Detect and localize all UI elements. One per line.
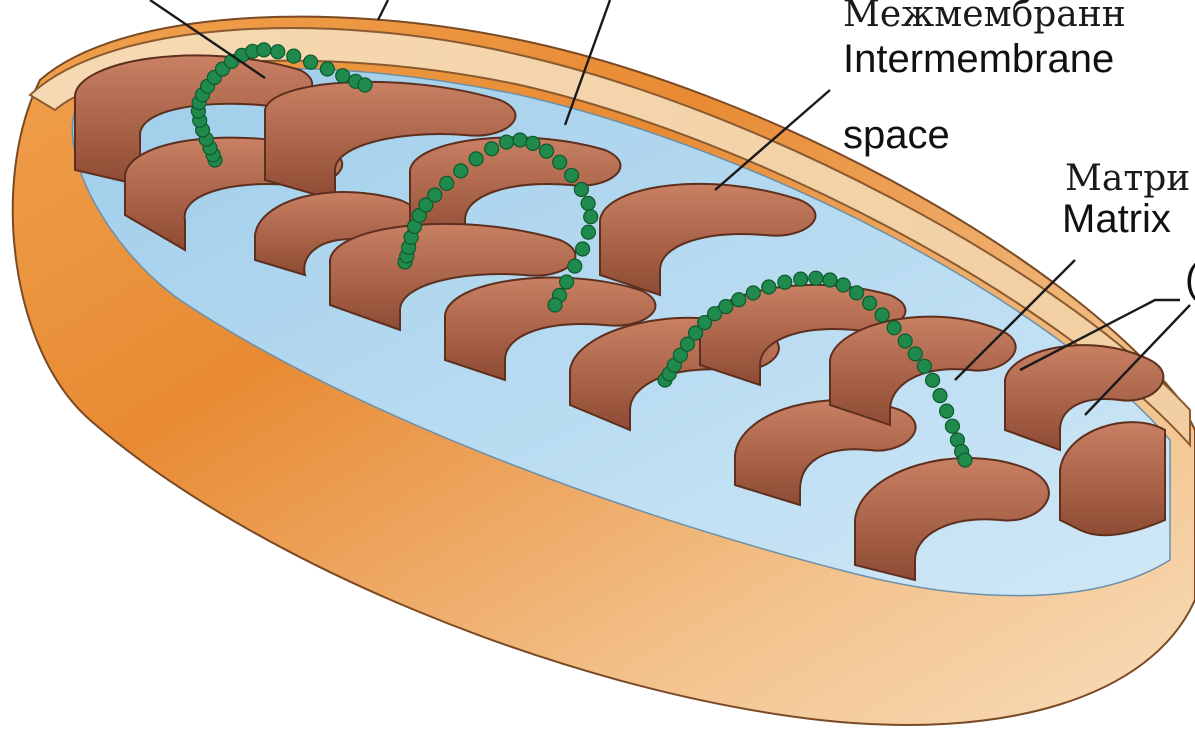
dna-bead bbox=[574, 183, 588, 197]
dna-bead bbox=[358, 78, 372, 92]
dna-bead bbox=[836, 278, 850, 292]
dna-bead bbox=[469, 152, 483, 166]
leader-outer-top bbox=[378, 0, 388, 20]
dna-bead bbox=[553, 155, 567, 169]
dna-bead bbox=[746, 286, 760, 300]
dna-bead bbox=[454, 164, 468, 178]
dna-bead bbox=[568, 259, 582, 273]
dna-bead bbox=[940, 404, 954, 418]
dna-bead bbox=[560, 275, 574, 289]
label-intermembrane-ru: Межмембранн bbox=[843, 0, 1126, 35]
dna-bead bbox=[320, 62, 334, 76]
dna-bead bbox=[576, 242, 590, 256]
dna-bead bbox=[548, 298, 562, 312]
dna-bead bbox=[945, 419, 959, 433]
dna-bead bbox=[958, 453, 972, 467]
dna-bead bbox=[908, 347, 922, 361]
dna-bead bbox=[513, 133, 527, 147]
dna-bead bbox=[863, 296, 877, 310]
dna-bead bbox=[581, 225, 595, 239]
dna-bead bbox=[287, 49, 301, 63]
dna-bead bbox=[581, 196, 595, 210]
dna-bead bbox=[440, 176, 454, 190]
dna-bead bbox=[336, 69, 350, 83]
label-intermembrane-en: Intermembrane bbox=[843, 37, 1114, 81]
dna-bead bbox=[271, 45, 285, 59]
label-space-en: space bbox=[843, 113, 950, 157]
dna-bead bbox=[823, 273, 837, 287]
dna-bead bbox=[794, 272, 808, 286]
dna-bead bbox=[875, 308, 889, 322]
dna-bead bbox=[428, 188, 442, 202]
dna-bead bbox=[887, 321, 901, 335]
dna-bead bbox=[584, 210, 598, 224]
dna-bead bbox=[778, 275, 792, 289]
label-matrix-ru: Матри bbox=[1065, 158, 1190, 199]
dna-bead bbox=[917, 359, 931, 373]
dna-bead bbox=[719, 300, 733, 314]
dna-bead bbox=[565, 168, 579, 182]
dna-bead bbox=[809, 271, 823, 285]
dna-bead bbox=[926, 373, 940, 387]
dna-bead bbox=[762, 280, 776, 294]
dna-bead bbox=[850, 286, 864, 300]
dna-bead bbox=[732, 293, 746, 307]
label-cristae-partial: ( bbox=[1185, 257, 1195, 301]
dna-bead bbox=[257, 43, 271, 57]
dna-bead bbox=[898, 334, 912, 348]
dna-bead bbox=[500, 135, 514, 149]
dna-bead bbox=[540, 144, 554, 158]
dna-bead bbox=[304, 55, 318, 69]
dna-bead bbox=[526, 136, 540, 150]
dna-bead bbox=[485, 142, 499, 156]
label-matrix-en: Matrix bbox=[1062, 197, 1171, 241]
dna-bead bbox=[933, 389, 947, 403]
